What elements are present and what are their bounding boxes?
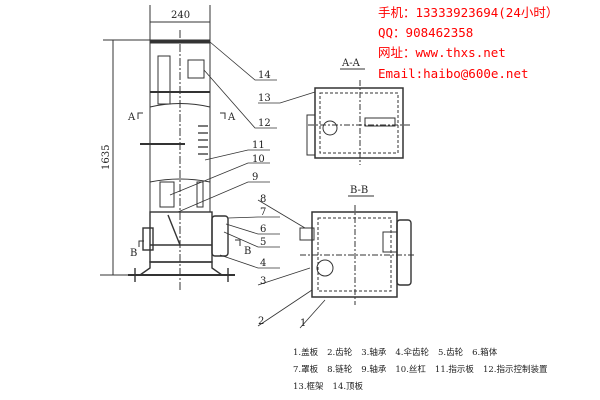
legend-item: 6.箱体 xyxy=(472,348,498,358)
base-housing xyxy=(128,211,235,282)
legend-item: 11.指示板 xyxy=(434,365,474,375)
contact-qq: QQ：908462358 xyxy=(378,25,474,40)
section-mark-b-left: B xyxy=(130,248,137,259)
section-aa-title: A-A xyxy=(341,58,361,69)
callout-10: 10 xyxy=(252,154,265,165)
callout-13: 13 xyxy=(258,93,271,104)
callout-5: 5 xyxy=(260,237,266,248)
callout-9: 9 xyxy=(252,172,258,183)
legend-row-3: 13.框架 14.顶板 xyxy=(293,379,556,396)
legend-item: 8.链轮 xyxy=(327,365,353,375)
legend-item: 2.齿轮 xyxy=(327,348,353,358)
width-dimension: 240 xyxy=(149,5,211,40)
contact-phone: 手机：13333923694(24小时） xyxy=(378,5,559,20)
height-value: 1635 xyxy=(101,145,112,170)
callout-6: 6 xyxy=(260,224,266,235)
legend-row-2: 7.罩板 8.链轮 9.轴承 10.丝杠 11.指示板 12.指示控制装置 xyxy=(293,362,556,379)
legend-item: 14.顶板 xyxy=(332,382,364,392)
section-mark-a-right: A xyxy=(227,112,236,123)
contact-email: Email:haibo@600e.net xyxy=(378,66,529,81)
legend-item: 5.齿轮 xyxy=(438,348,464,358)
callout-numbers: 1 2 3 4 5 6 7 8 9 10 11 12 13 14 xyxy=(252,70,306,329)
section-aa: A-A xyxy=(306,58,410,165)
parts-legend: 1.盖板 2.齿轮 3.轴承 4.伞齿轮 5.齿轮 6.箱体 7.罩板 8.链轮 9.轴承 10… xyxy=(293,345,556,396)
width-value: 240 xyxy=(171,10,190,21)
section-bb: B-B xyxy=(299,185,415,305)
legend-item: 13.框架 xyxy=(293,382,324,392)
legend-row-1: 1.盖板 2.齿轮 3.轴承 4.伞齿轮 5.齿轮 6.箱体 xyxy=(293,345,556,362)
callout-4: 4 xyxy=(260,258,266,269)
callout-7: 7 xyxy=(260,207,266,218)
callout-12: 12 xyxy=(258,118,271,129)
callout-14: 14 xyxy=(258,70,271,81)
leader-lines xyxy=(169,41,326,329)
legend-item: 10.丝杠 xyxy=(395,365,426,375)
callout-3: 3 xyxy=(260,276,266,287)
contact-website: 网址：www.thxs.net xyxy=(378,45,506,60)
callout-11: 11 xyxy=(252,140,265,151)
section-mark-b-right: B xyxy=(244,246,251,257)
section-bb-title: B-B xyxy=(350,185,368,196)
callout-1: 1 xyxy=(300,318,306,329)
callout-8: 8 xyxy=(260,194,266,205)
section-mark-a-left: A xyxy=(127,112,136,123)
legend-item: 3.轴承 xyxy=(361,348,387,358)
legend-item: 12.指示控制装置 xyxy=(482,365,548,375)
main-column xyxy=(140,30,211,290)
callout-2: 2 xyxy=(258,316,264,327)
legend-item: 9.轴承 xyxy=(361,365,387,375)
legend-item: 1.盖板 xyxy=(293,348,319,358)
legend-item: 4.伞齿轮 xyxy=(395,348,429,358)
legend-item: 7.罩板 xyxy=(293,365,319,375)
